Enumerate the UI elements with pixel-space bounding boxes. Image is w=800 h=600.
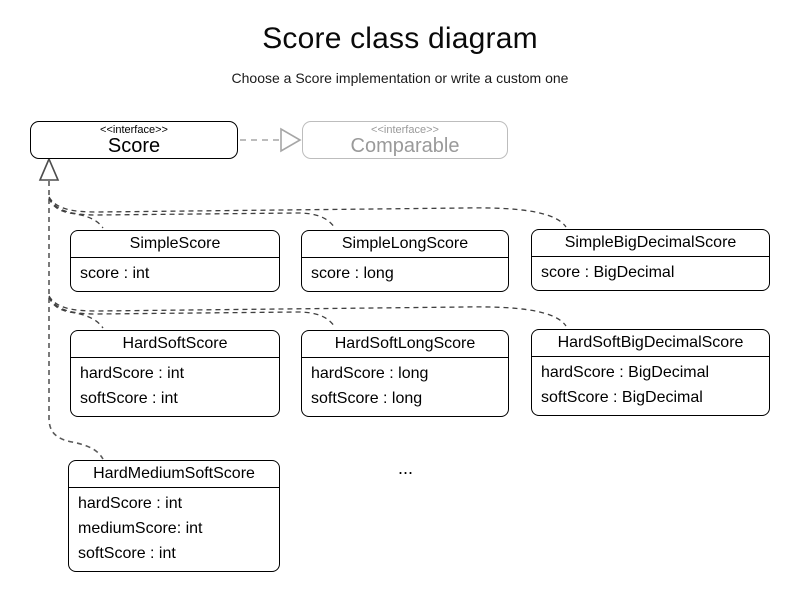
connector-simplescore (48, 197, 104, 229)
connector-simplelongscore (48, 197, 336, 229)
class-attributes: score : long (302, 258, 508, 291)
class-attribute: hardScore : long (311, 365, 429, 382)
generalization-arrowhead (38, 156, 60, 181)
class-attribute: softScore : long (311, 390, 423, 407)
interface-comparable: <<interface>> Comparable (302, 121, 508, 159)
class-name: HardMediumSoftScore (69, 461, 279, 488)
class-name: HardSoftLongScore (302, 331, 508, 358)
class-attributes: hardScore : long softScore : long (302, 358, 508, 416)
score-name: Score (107, 135, 161, 157)
class-attribute: hardScore : int (80, 365, 185, 382)
connector-hardsoftscore (48, 296, 104, 329)
connector-simplebigdecimalscore (48, 196, 567, 228)
class-hardsoftlongscore: HardSoftLongScore hardScore : long softS… (301, 330, 509, 417)
class-name: HardSoftBigDecimalScore (532, 330, 769, 357)
diagram-title: Score class diagram (262, 22, 538, 55)
class-simplelongscore: SimpleLongScore score : long (301, 230, 509, 292)
diagram-subtitle: Choose a Score implementation or write a… (231, 70, 569, 86)
connector-hardsoftlongscore (48, 296, 336, 328)
class-hardmediumsoftscore: HardMediumSoftScore hardScore : int medi… (68, 460, 280, 572)
class-simplebigdecimalscore: SimpleBigDecimalScore score : BigDecimal (531, 229, 770, 291)
class-simplescore: SimpleScore score : int (70, 230, 280, 292)
class-attribute: hardScore : BigDecimal (541, 364, 710, 381)
class-attributes: hardScore : int mediumScore: int softSco… (69, 488, 279, 571)
class-attribute: score : long (311, 265, 394, 282)
class-attributes: hardScore : BigDecimal softScore : BigDe… (532, 357, 769, 415)
class-attributes: score : int (71, 258, 279, 291)
class-attributes: score : BigDecimal (532, 257, 769, 290)
class-attribute: softScore : int (78, 545, 176, 562)
class-name: SimpleScore (71, 231, 279, 258)
class-name: SimpleBigDecimalScore (532, 230, 769, 257)
class-name: HardSoftScore (71, 331, 279, 358)
class-attribute: softScore : int (80, 390, 178, 407)
class-attributes: hardScore : int softScore : int (71, 358, 279, 416)
interface-score: <<interface>> Score (30, 121, 238, 159)
class-hardsoftscore: HardSoftScore hardScore : int softScore … (70, 330, 280, 417)
class-attribute: softScore : BigDecimal (541, 389, 703, 406)
score-stereotype: <<interface>> (100, 124, 168, 136)
connector-hardsoftbigdecimalscore (48, 295, 567, 327)
realization-arrow-score-comparable (240, 127, 302, 153)
class-attribute: score : int (80, 265, 150, 282)
class-attribute: mediumScore: int (78, 520, 203, 537)
class-name: SimpleLongScore (302, 231, 508, 258)
more-implementations-ellipsis: ... (398, 458, 414, 478)
class-hardsoftbigdecimalscore: HardSoftBigDecimalScore hardScore : BigD… (531, 329, 770, 416)
class-attribute: hardScore : int (78, 495, 183, 512)
comparable-name: Comparable (350, 135, 460, 157)
class-attribute: score : BigDecimal (541, 264, 675, 281)
connector-trunk (48, 181, 104, 460)
comparable-stereotype: <<interface>> (371, 124, 439, 136)
